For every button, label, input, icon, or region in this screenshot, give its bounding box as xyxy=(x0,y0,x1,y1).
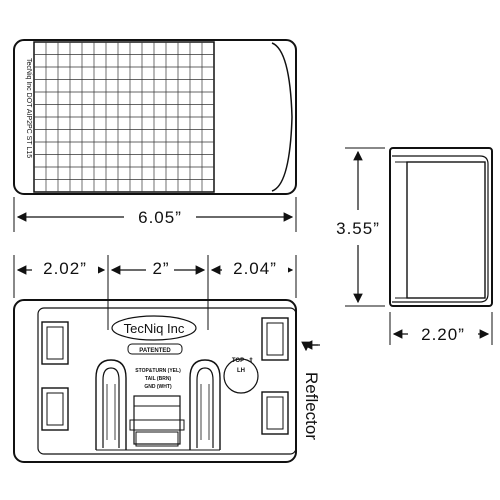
front-housing-outline xyxy=(13,39,297,195)
mount-pocket-top-right xyxy=(261,317,289,361)
right-mounting-hook xyxy=(189,359,221,450)
depth-dimension-label: 2.20” xyxy=(421,325,465,344)
front-molded-label: TecNiq Inc DOT AIP2PC ST L15 xyxy=(25,58,32,158)
brand-oval xyxy=(111,315,197,341)
reflector-label: Reflector xyxy=(302,372,321,440)
mount-pocket-top-left xyxy=(41,321,69,365)
wiring-tail: TAIL (BRN) xyxy=(145,376,172,382)
wiring-stop-turn: STOP&TURN (YEL) xyxy=(135,368,181,374)
center-connector xyxy=(129,395,185,447)
mount-pocket-bottom-right xyxy=(261,391,289,435)
up-arrow-icon: ⇧ xyxy=(248,357,253,364)
spacing-right-label: 2.04” xyxy=(233,259,277,278)
reflector-callout: Reflector xyxy=(301,340,321,440)
side-view xyxy=(389,147,493,307)
side-housing-outline xyxy=(389,147,493,307)
patented-badge xyxy=(127,343,183,355)
depth-dimension: 2.20” xyxy=(389,312,493,345)
back-view: TecNiq Inc PATENTED STOP&TURN (YEL) TAIL… xyxy=(13,299,297,463)
height-dimension-label: 3.55” xyxy=(336,219,380,238)
spacing-dimensions: 2.02” 2” 2.04” xyxy=(13,255,297,330)
width-dimension: 6.05” xyxy=(13,197,297,232)
wiring-ground: GND (WHT) xyxy=(144,384,172,390)
spacing-left-label: 2.02” xyxy=(43,259,87,278)
orientation-side-text: LH xyxy=(237,368,245,374)
mount-pocket-bottom-left xyxy=(41,387,69,431)
orientation-circle xyxy=(223,358,259,394)
front-housing-edge xyxy=(271,42,293,192)
width-dimension-label: 6.05” xyxy=(138,208,182,227)
side-lens-face xyxy=(406,161,486,299)
orientation-top-text: TOP xyxy=(232,358,244,364)
front-view: TecNiq Inc DOT AIP2PC ST L15 xyxy=(13,39,297,195)
spacing-center-label: 2” xyxy=(152,259,169,278)
height-dimension: 3.55” xyxy=(336,147,385,307)
left-mounting-hook xyxy=(95,359,127,450)
patented-text: PATENTED xyxy=(139,348,171,354)
reflector-arrow xyxy=(301,341,318,352)
lens-grid-lines xyxy=(34,42,214,192)
brand-text: TecNiq Inc xyxy=(124,321,185,336)
